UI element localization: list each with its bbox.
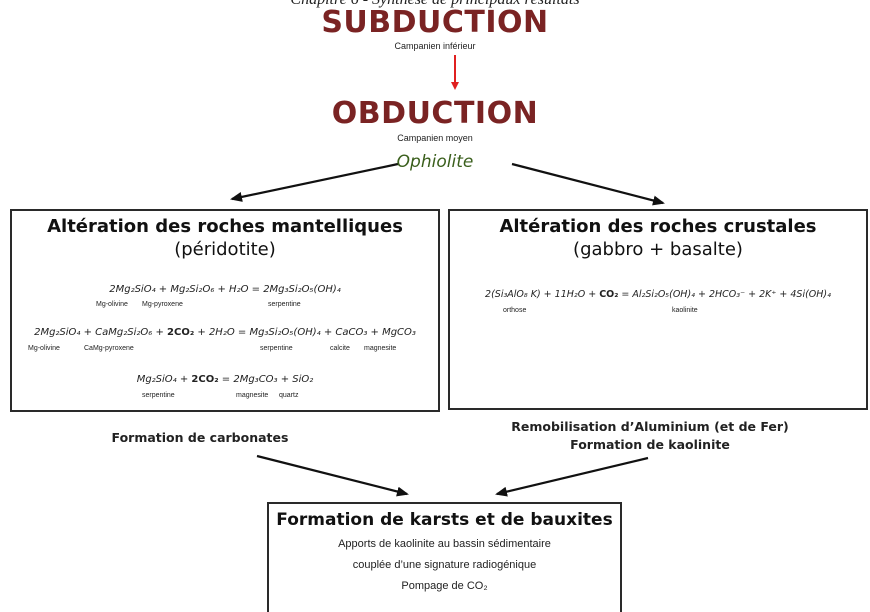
eq-part: = Al₂Si₂O₅(OH)₄ + 2HCO₃⁻ + 2K⁺ + 4Si(OH)… bbox=[618, 289, 831, 300]
eq-label: CaMg-pyroxene bbox=[84, 345, 134, 352]
eq-part: = 2Mg₃CO₃ + SiO₂ bbox=[218, 374, 314, 385]
ophiolite-left-arrow bbox=[230, 162, 399, 202]
carbonates-caption: Formation de carbonates bbox=[111, 430, 289, 445]
eq-label: serpentine bbox=[260, 345, 293, 352]
crust-equation-1: 2(Si₃AlO₈ K) + 11H₂O + CO₂ = Al₂Si₂O₅(OH… bbox=[450, 289, 866, 300]
mantle-equation-2: 2Mg₂SiO₄ + CaMg₂Si₂O₆ + 2CO₂ + 2H₂O = Mg… bbox=[12, 327, 438, 338]
crust-alteration-box: Altération des roches crustales (gabbro … bbox=[448, 209, 868, 410]
mantle-equation-3: Mg₂SiO₄ + 2CO₂ = 2Mg₃CO₃ + SiO₂ bbox=[12, 374, 438, 385]
mantle-equation-1: 2Mg₂SiO₄ + Mg₂Si₂O₆ + H₂O = 2Mg₃Si₂O₅(OH… bbox=[109, 284, 341, 295]
eq-label: calcite bbox=[330, 345, 350, 352]
eq-co2-bold: 2CO₂ bbox=[191, 374, 219, 385]
carbonates-to-bauxite-arrow bbox=[256, 454, 409, 497]
kaolinite-to-bauxite-arrow bbox=[495, 456, 649, 497]
crust-box-subtitle: (gabbro + basalte) bbox=[573, 239, 743, 260]
crust-box-title: Altération des roches crustales bbox=[499, 216, 817, 237]
eq-label: quartz bbox=[279, 392, 299, 399]
bauxite-box-title: Formation de karsts et de bauxites bbox=[276, 510, 613, 530]
chapter-header: Chapitre 6 - Synthèse de principaux résu… bbox=[0, 0, 870, 9]
eq-label: Mg-pyroxene bbox=[142, 301, 183, 308]
flow-arrows bbox=[230, 55, 665, 497]
eq-co2-bold: CO₂ bbox=[599, 289, 619, 300]
ophiolite-right-arrow bbox=[511, 162, 665, 206]
eq-label: serpentine bbox=[268, 301, 301, 308]
eq-label: magnesite bbox=[364, 345, 397, 352]
eq-part: Mg₂SiO₄ + bbox=[136, 374, 192, 385]
obduction-title: OBDUCTION bbox=[331, 96, 539, 131]
eq-label: kaolinite bbox=[672, 307, 698, 314]
eq-part: + 2H₂O = Mg₃Si₂O₅(OH)₄ + CaCO₃ + MgCO₃ bbox=[194, 327, 416, 338]
mantle-box-subtitle: (péridotite) bbox=[174, 239, 276, 260]
eq-label: orthose bbox=[503, 307, 527, 314]
subduction-title: SUBDUCTION bbox=[321, 5, 549, 40]
bauxite-line-3: Pompage de CO₂ bbox=[401, 580, 488, 592]
eq-part: 2Mg₂SiO₄ + CaMg₂Si₂O₆ + bbox=[34, 327, 168, 338]
eq-label: Mg-olivine bbox=[96, 301, 128, 308]
ophiolite-label: Ophiolite bbox=[396, 152, 474, 172]
bauxite-line-2: couplée d’une signature radiogénique bbox=[352, 559, 537, 571]
aluminium-caption: Remobilisation d’Aluminium (et de Fer) bbox=[511, 419, 789, 434]
obduction-subtitle: Campanien moyen bbox=[397, 133, 473, 143]
eq-label: serpentine bbox=[142, 392, 175, 399]
bauxite-line-1: Apports de kaolinite au bassin sédimenta… bbox=[338, 538, 551, 550]
subduction-subtitle: Campanien inférieur bbox=[394, 41, 476, 51]
bauxite-box: Formation de karsts et de bauxites Appor… bbox=[267, 502, 622, 612]
mantle-box-title: Altération des roches mantelliques bbox=[47, 216, 403, 237]
eq-label: magnesite bbox=[236, 392, 269, 399]
eq-label: Mg-olivine bbox=[28, 345, 60, 352]
eq-part: 2(Si₃AlO₈ K) + 11H₂O + bbox=[485, 289, 600, 300]
kaolinite-caption: Formation de kaolinite bbox=[570, 437, 730, 452]
mantle-alteration-box: Altération des roches mantelliques (péri… bbox=[10, 209, 440, 412]
eq-co2-bold: 2CO₂ bbox=[167, 327, 195, 338]
